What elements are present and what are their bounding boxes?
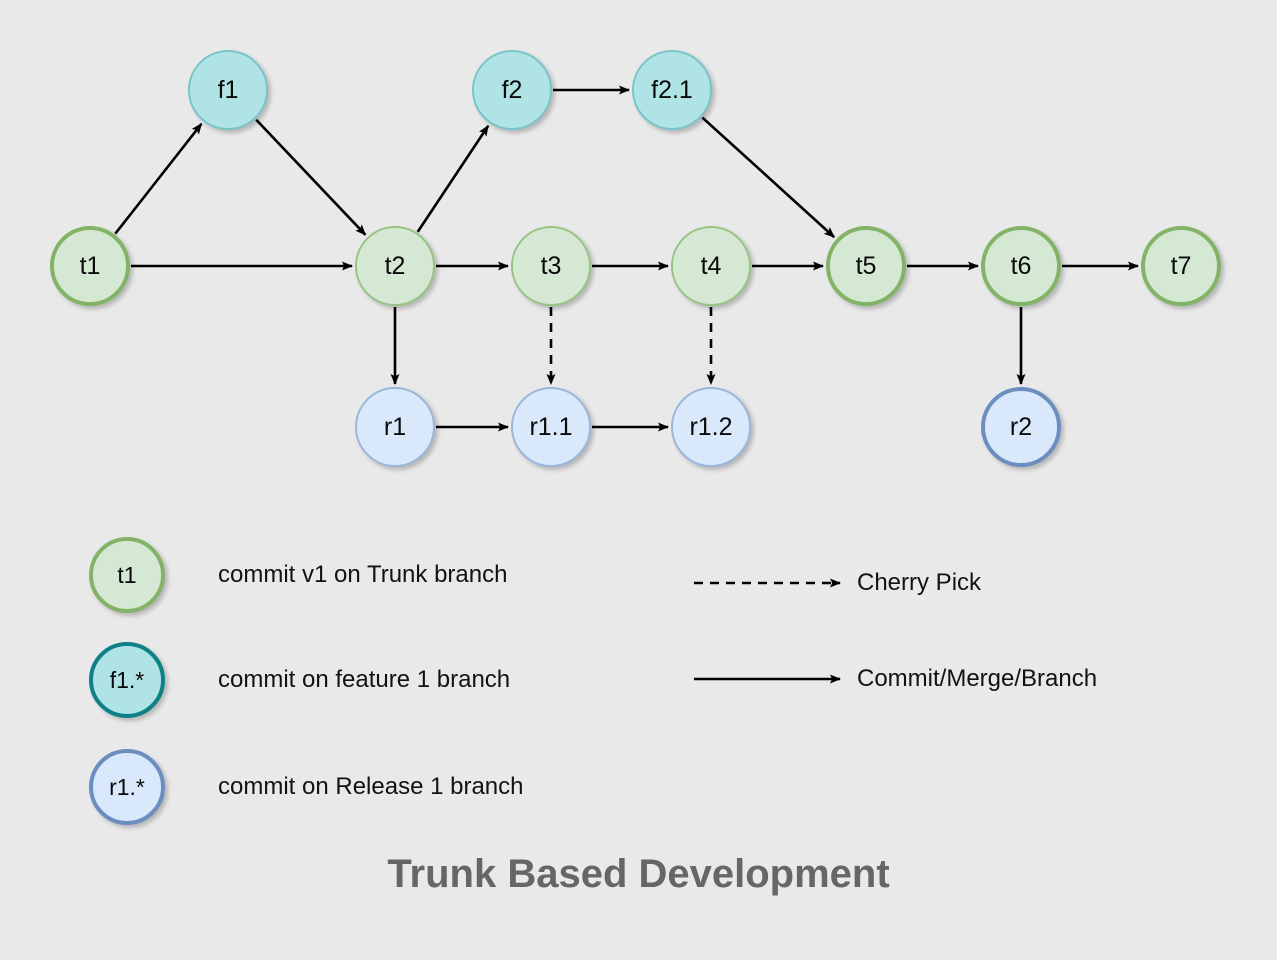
graph-node-label: t5 [855, 251, 877, 280]
graph-node-t4[interactable]: t4 [671, 226, 751, 306]
graph-node-f1[interactable]: f1 [188, 50, 268, 130]
legend-trunk-swatch: t1 [89, 537, 165, 613]
graph-node-label: r1.2 [689, 412, 733, 441]
legend-trunk-label: commit v1 on Trunk branch [218, 561, 508, 588]
graph-node-r1.2[interactable]: r1.2 [671, 387, 751, 467]
graph-node-label: t7 [1170, 251, 1192, 280]
edge-t2-to-f2 [416, 124, 490, 233]
graph-node-f2.1[interactable]: f2.1 [632, 50, 712, 130]
graph-node-label: t3 [540, 251, 562, 280]
legend-commit-label: Commit/Merge/Branch [857, 665, 1098, 692]
graph-node-label: f1 [217, 75, 239, 104]
graph-node-f2[interactable]: f2 [472, 50, 552, 130]
edge-t1-to-f1 [114, 123, 203, 235]
graph-node-r1[interactable]: r1 [355, 387, 435, 467]
edge-f2.1-to-t5 [701, 116, 836, 239]
graph-node-t6[interactable]: t6 [981, 226, 1061, 306]
graph-node-t2[interactable]: t2 [355, 226, 435, 306]
edge-f1-to-t2 [255, 118, 367, 236]
legend-feature-swatch: f1.* [89, 642, 165, 718]
graph-node-label: t6 [1010, 251, 1032, 280]
graph-node-label: t2 [384, 251, 406, 280]
graph-node-label: t1 [79, 251, 101, 280]
graph-node-label: t4 [700, 251, 722, 280]
legend-release-swatch-label: r1.* [109, 773, 145, 800]
graph-node-t3[interactable]: t3 [511, 226, 591, 306]
legend-commit-sample [694, 674, 841, 684]
page-title: Trunk Based Development [387, 852, 890, 896]
graph-node-label: r1.1 [529, 412, 573, 441]
graph-node-label: r1 [383, 412, 407, 441]
graph-node-label: r2 [1009, 412, 1033, 441]
legend-feature-swatch-label: f1.* [109, 666, 145, 693]
legend-cherry-pick-sample [694, 578, 841, 588]
graph-node-label: f2 [501, 75, 523, 104]
legend-release-label: commit on Release 1 branch [218, 773, 524, 800]
graph-node-r1.1[interactable]: r1.1 [511, 387, 591, 467]
graph-node-r2[interactable]: r2 [981, 387, 1061, 467]
legend-release-swatch: r1.* [89, 749, 165, 825]
graph-node-t1[interactable]: t1 [50, 226, 130, 306]
legend-feature-label: commit on feature 1 branch [218, 666, 511, 693]
graph-node-t5[interactable]: t5 [826, 226, 906, 306]
legend-cherry-pick-label: Cherry Pick [857, 569, 982, 596]
graph-node-t7[interactable]: t7 [1141, 226, 1221, 306]
graph-node-label: f2.1 [651, 75, 693, 104]
legend-trunk-swatch-label: t1 [117, 561, 137, 588]
